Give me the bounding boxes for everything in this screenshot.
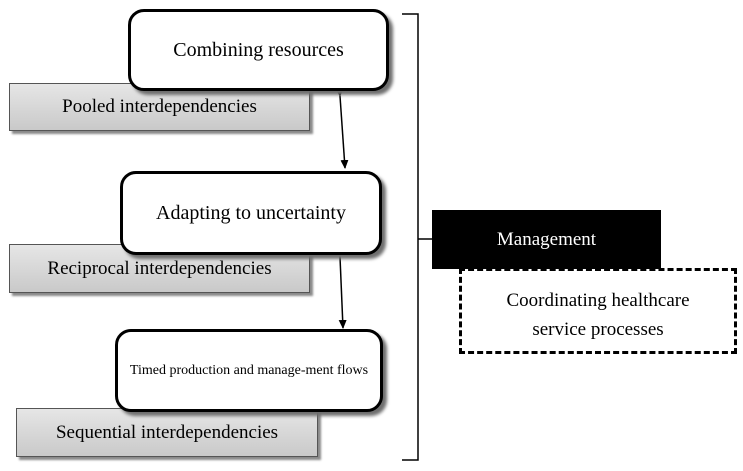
management-bracket [402,13,419,461]
pooled-text: Pooled interdependencies [62,96,257,117]
reciprocal-text: Reciprocal interdependencies [47,257,272,279]
arrow-combining-adapting [335,87,349,169]
coordinating-healthcare-box: Coordinating healthcare service processe… [459,268,737,354]
timed-text: Timed production and manage-ment flows [129,362,369,378]
pooled-interdependencies-label: Pooled interdependencies [9,83,310,131]
timed-production-box: Timed production and manage-ment flows [115,329,383,412]
sequential-text: Sequential interdependencies [55,421,279,443]
sequential-interdependencies-label: Sequential interdependencies [16,408,318,457]
management-text: Management [496,228,597,250]
coordinating-text: Coordinating healthcare service processe… [506,290,690,340]
combining-text: Combining resources [173,38,344,61]
combining-resources-box: Combining resources [128,9,389,91]
adapting-to-uncertainty-box: Adapting to uncertainty [120,171,382,255]
adapting-text: Adapting to uncertainty [156,201,346,224]
arrow-adapting-timed [335,248,347,329]
management-box: Management [432,210,661,269]
